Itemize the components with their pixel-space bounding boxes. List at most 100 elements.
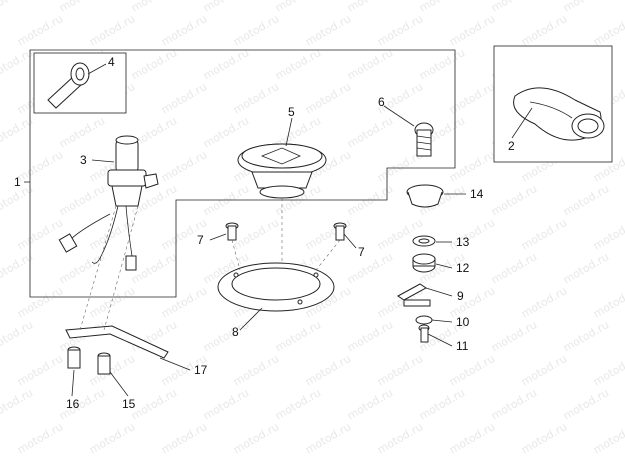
watermark-text: motod.ru (201, 0, 251, 15)
assembly-outline (29, 49, 456, 298)
watermark-text: motod.ru (561, 182, 611, 218)
projection-lines (79, 198, 341, 331)
watermark-text: motod.ru (375, 352, 425, 388)
watermark-text: motod.ru (375, 420, 425, 456)
watermark-text: motod.ru (591, 12, 625, 48)
watermark-text: motod.ru (303, 420, 353, 456)
watermark-text: motod.ru (15, 420, 65, 456)
watermark-text: motod.ru (417, 46, 467, 82)
watermark-text: motod.ru (345, 46, 395, 82)
watermark-text: motod.ru (273, 386, 323, 422)
watermark-text: motod.ru (489, 182, 539, 218)
callout-14: 14 (470, 187, 484, 201)
rubber-cover-illustration (513, 87, 605, 141)
watermark-text: motod.ru (87, 352, 137, 388)
watermark-text: motod.ru (57, 182, 107, 218)
watermark-text: motod.ru (591, 420, 625, 456)
watermark-text: motod.ru (561, 250, 611, 286)
watermark-text: motod.ru (15, 148, 65, 184)
watermark-text: motod.ru (201, 318, 251, 354)
watermark-text: motod.ru (447, 352, 497, 388)
bolt-illustration (418, 324, 430, 343)
watermark-text: motod.ru (345, 386, 395, 422)
watermark-text: motod.ru (231, 216, 281, 252)
callout-4: 4 (108, 55, 115, 69)
nut-illustration (412, 253, 436, 273)
pin-left-illustration (67, 346, 81, 369)
watermark-text: motod.ru (273, 318, 323, 354)
screw-right-illustration (333, 222, 347, 241)
callout-7-right: 7 (358, 245, 365, 259)
watermark-text: motod.ru (591, 352, 625, 388)
watermark-text: motod.ru (201, 46, 251, 82)
watermark-text: motod.ru (15, 352, 65, 388)
callout-7-left: 7 (197, 233, 204, 247)
watermark-text: motod.ru (447, 216, 497, 252)
watermark-text: motod.ru (159, 148, 209, 184)
callout-17: 17 (194, 363, 208, 377)
watermark-text: motod.ru (417, 0, 467, 15)
watermark-text: motod.ru (57, 114, 107, 150)
watermark-text: motod.ru (447, 80, 497, 116)
watermark-text: motod.ru (0, 386, 35, 422)
watermark-text: motod.ru (303, 80, 353, 116)
watermark-text: motod.ru (159, 12, 209, 48)
watermark-text: motod.ru (273, 0, 323, 15)
watermark-text: motod.ru (57, 386, 107, 422)
watermark-text: motod.ru (0, 0, 35, 15)
watermark-text: motod.ru (201, 114, 251, 150)
watermark-text: motod.ru (129, 46, 179, 82)
watermark-text: motod.ru (159, 80, 209, 116)
watermark-text: motod.ru (561, 0, 611, 15)
watermark-text: motod.ru (231, 352, 281, 388)
watermark-text: motod.ru (159, 420, 209, 456)
watermark-text: motod.ru (519, 284, 569, 320)
watermark-text: motod.ru (519, 216, 569, 252)
watermark-text: motod.ru (345, 250, 395, 286)
screw-left-illustration (225, 222, 239, 241)
cap-ring-illustration (406, 184, 444, 208)
small-washer-illustration (415, 315, 433, 325)
watermark-text: motod.ru (57, 0, 107, 15)
watermark-text: motod.ru (159, 284, 209, 320)
callout-13: 13 (456, 235, 470, 249)
watermark-text: motod.ru (87, 12, 137, 48)
watermark-text: motod.ru (129, 0, 179, 15)
callout-5: 5 (288, 105, 295, 119)
watermark-text: motod.ru (489, 318, 539, 354)
watermark-text: motod.ru (519, 12, 569, 48)
watermark-text: motod.ru (231, 420, 281, 456)
callout-12: 12 (456, 261, 470, 275)
watermark-text: motod.ru (345, 0, 395, 15)
watermark-text: motod.ru (489, 386, 539, 422)
watermark-text: motod.ru (15, 284, 65, 320)
washer-illustration (412, 235, 436, 247)
watermark-text: motod.ru (447, 148, 497, 184)
callout-6: 6 (378, 95, 385, 109)
watermark-text: motod.ru (129, 250, 179, 286)
callout-1: 1 (14, 175, 21, 189)
watermark-text: motod.ru (489, 0, 539, 15)
watermark-text: motod.ru (231, 80, 281, 116)
callout-2: 2 (508, 139, 515, 153)
watermark-text: motod.ru (303, 12, 353, 48)
watermark-text: motod.ru (447, 284, 497, 320)
watermark-text: motod.ru (87, 216, 137, 252)
lock-cylinder-illustration (58, 135, 159, 271)
watermark-text: motod.ru (591, 284, 625, 320)
key-illustration (47, 62, 90, 109)
watermark-text: motod.ru (87, 284, 137, 320)
callout-labels: 1 2 3 4 5 6 7 7 8 9 10 11 12 13 14 15 16… (14, 55, 515, 411)
watermark-text: motod.ru (57, 250, 107, 286)
callout-15: 15 (122, 397, 136, 411)
watermark-text: motod.ru (519, 352, 569, 388)
watermark-text: motod.ru (303, 352, 353, 388)
watermark-text: motod.ru (519, 420, 569, 456)
screw-illustration (414, 122, 434, 157)
watermark-text: motod.ru (447, 12, 497, 48)
callout-3: 3 (80, 153, 87, 167)
watermark-text: motod.ru (345, 114, 395, 150)
watermark-text: motod.ru (15, 216, 65, 252)
watermark-text: motod.ru (273, 46, 323, 82)
